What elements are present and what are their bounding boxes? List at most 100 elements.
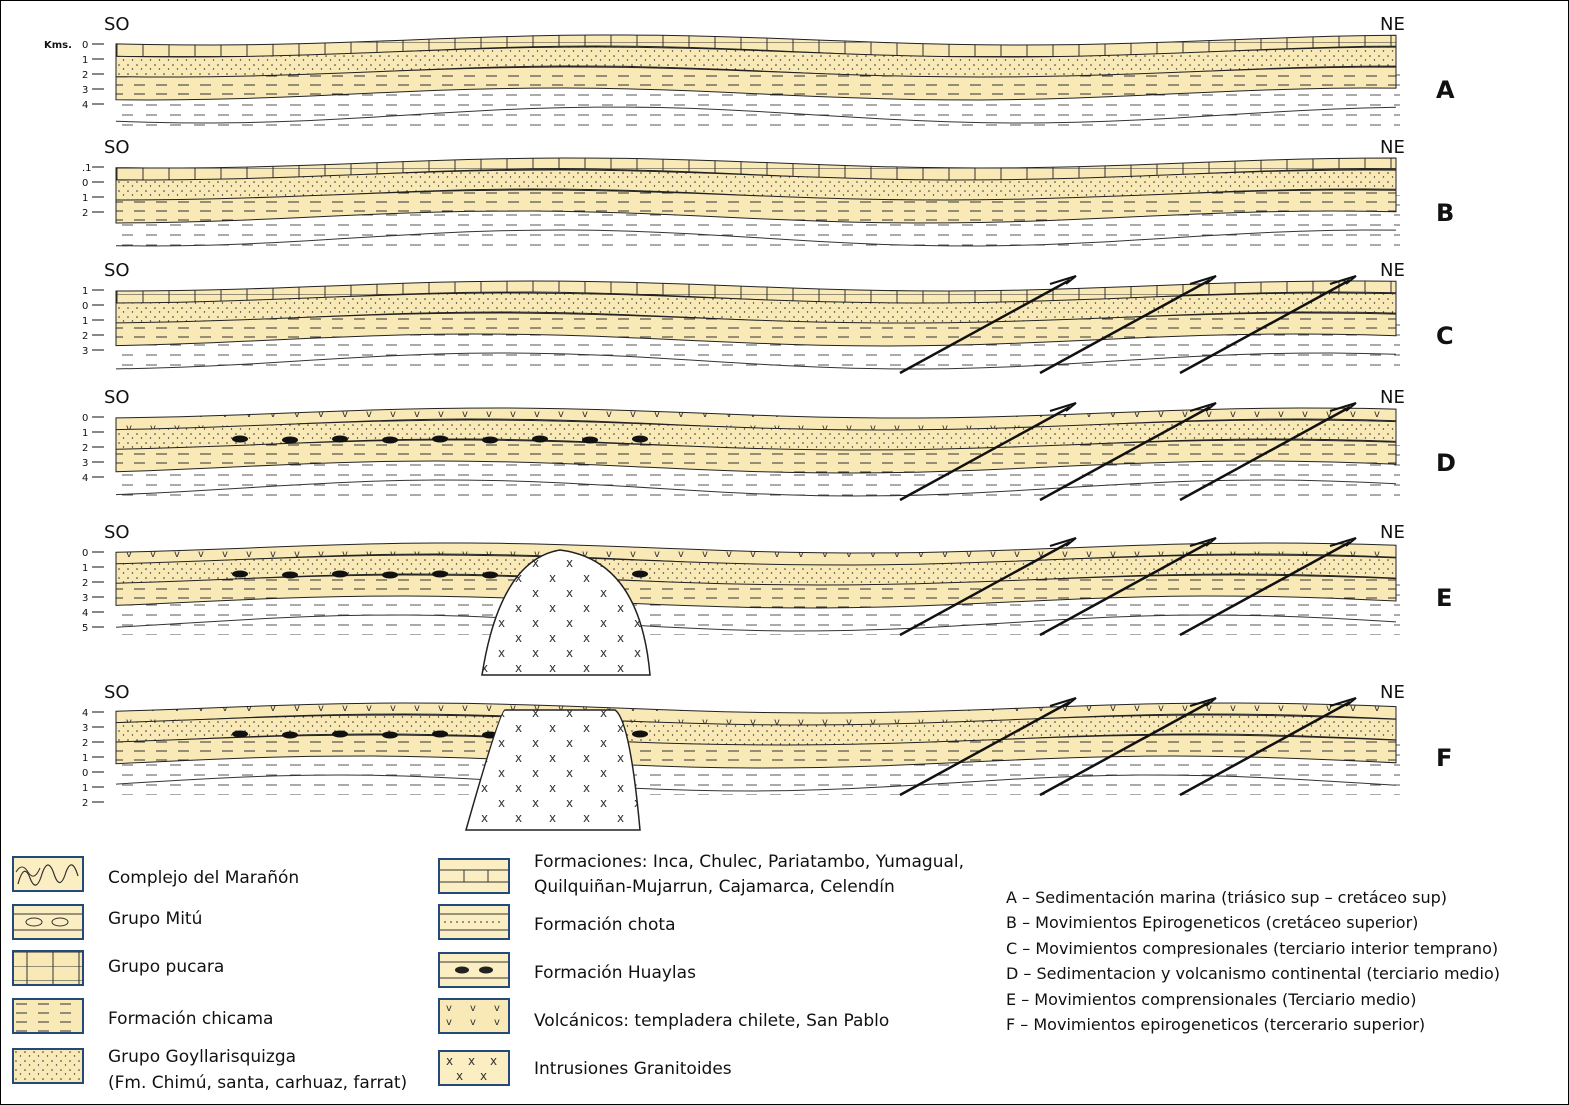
huaylas-lens: [432, 731, 448, 738]
section-c: SONEC10123: [82, 260, 1454, 373]
depth-tick-label: .1: [82, 163, 92, 174]
depth-tick-label: 4: [82, 100, 88, 111]
folded-rock-pattern-icon: [14, 858, 82, 890]
depth-tick-label: 1: [82, 753, 88, 764]
legend-label-2: Grupo Mitú: [108, 908, 202, 930]
huaylas-lens: [232, 436, 248, 443]
huaylas-lens: [382, 437, 398, 444]
dotted-layer-pattern-icon: [440, 906, 508, 938]
depth-tick-label: 1: [82, 783, 88, 794]
depth-tick-label: 4: [82, 608, 88, 619]
stage-f: F – Movimientos epirogeneticos (tercerar…: [1006, 1012, 1425, 1037]
huaylas-lens: [332, 436, 348, 443]
volcanic-v-pattern-icon: [440, 1000, 508, 1032]
svg-text:x: x: [456, 1069, 463, 1083]
label-ne: NE: [1380, 14, 1405, 35]
depth-tick-label: 4: [82, 473, 88, 484]
huaylas-lens: [482, 437, 498, 444]
depth-tick-label: 3: [82, 723, 88, 734]
label-ne: NE: [1380, 387, 1405, 408]
stage-e: E – Movimientos comprensionales (Terciar…: [1006, 987, 1416, 1012]
legend-label-8: Formación Huaylas: [534, 962, 696, 984]
svg-text:x: x: [446, 1054, 453, 1068]
conglomerate-pattern-icon: [14, 906, 82, 938]
stage-b: B – Movimientos Epirogeneticos (cretáceo…: [1006, 910, 1418, 935]
section-d: SONED01234: [82, 387, 1456, 500]
huaylas-lens: [282, 732, 298, 739]
huaylas-lens: [382, 732, 398, 739]
huaylas-lens: [332, 731, 348, 738]
legend-swatch-9: [438, 998, 510, 1034]
legend-label-10: Intrusiones Granitoides: [534, 1058, 732, 1080]
label-ne: NE: [1380, 137, 1405, 158]
huaylas-lens: [282, 572, 298, 579]
svg-text:x: x: [490, 1054, 497, 1068]
label-ne: NE: [1380, 522, 1405, 543]
label-so: SO: [104, 137, 130, 158]
legend-label-4: Formación chicama: [108, 1008, 273, 1030]
sandstone-dots-pattern-icon: [14, 1050, 82, 1082]
huaylas-lens: [232, 571, 248, 578]
depth-tick-label: 0: [82, 548, 88, 559]
section-letter: B: [1436, 199, 1454, 227]
stage-d: D – Sedimentacion y volcanismo continent…: [1006, 961, 1500, 986]
label-ne: NE: [1380, 682, 1405, 703]
legend-swatch-2: [12, 904, 84, 940]
depth-tick-label: 2: [82, 208, 88, 219]
section-e: SONEE012345: [82, 522, 1452, 675]
depth-tick-label: 3: [82, 346, 88, 357]
stage-a: A – Sedimentación marina (triásico sup –…: [1006, 885, 1447, 910]
label-so: SO: [104, 14, 130, 35]
huaylas-lens: [482, 572, 498, 579]
legend-swatch-7: [438, 904, 510, 940]
huaylas-lens: [532, 436, 548, 443]
section-f: SONEF4321012: [82, 682, 1452, 830]
cross-sections: v x x SONEA01234Kms.SONEB.1012SONEC10123…: [0, 0, 1569, 845]
legend-label-1: Complejo del Marañón: [108, 867, 299, 889]
depth-tick-label: 2: [82, 738, 88, 749]
label-so: SO: [104, 682, 130, 703]
legend-label-3: Grupo pucara: [108, 956, 224, 978]
legend-swatch-10: xxxxx: [438, 1050, 510, 1086]
legend-label-5a: Grupo Goyllarisquizga: [108, 1046, 296, 1068]
section-a: SONEA01234Kms.: [44, 14, 1455, 127]
depth-tick-label: 0: [82, 301, 88, 312]
depth-tick-label: 2: [82, 578, 88, 589]
legend-label-5b: (Fm. Chimú, santa, carhuaz, farrat): [108, 1072, 407, 1094]
label-so: SO: [104, 260, 130, 281]
section-b: SO NE B .1 0 1 2: [82, 137, 1454, 250]
legend-label-6b: Quilquiñan-Mujarrun, Cajamarca, Celendín: [534, 876, 895, 898]
shale-dash-pattern-icon: [14, 1000, 82, 1032]
section-letter: D: [1436, 449, 1456, 477]
legend-label-7: Formación chota: [534, 914, 676, 936]
granite-x-pattern-icon: xxxxx: [440, 1052, 508, 1084]
huaylas-lens: [382, 572, 398, 579]
label-so: SO: [104, 387, 130, 408]
depth-tick-label: 0: [82, 178, 88, 189]
label-ne: NE: [1380, 260, 1405, 281]
bedded-limestone-pattern-icon: [440, 860, 508, 892]
huaylas-lens: [432, 571, 448, 578]
depth-tick-label: 1: [82, 316, 88, 327]
depth-tick-label: 2: [82, 331, 88, 342]
depth-tick-label: 0: [82, 413, 88, 424]
depth-tick-label: 2: [82, 443, 88, 454]
depth-tick-label: 1: [82, 193, 88, 204]
depth-tick-label: 1: [82, 563, 88, 574]
depth-tick-label: 3: [82, 458, 88, 469]
label-so: SO: [104, 522, 130, 543]
stage-c: C – Movimientos compresionales (terciari…: [1006, 936, 1498, 961]
section-letter: E: [1436, 584, 1452, 612]
depth-axis-title: Kms.: [44, 40, 72, 51]
huaylas-lens: [582, 437, 598, 444]
legend-swatch-6: [438, 858, 510, 894]
depth-tick-label: 1: [82, 286, 88, 297]
depth-tick-label: 2: [82, 798, 88, 809]
lens-pattern-icon: [440, 954, 508, 986]
huaylas-lens: [632, 731, 648, 738]
huaylas-lens: [632, 571, 648, 578]
svg-text:x: x: [480, 1069, 487, 1083]
huaylas-lens: [232, 731, 248, 738]
depth-tick-label: 2: [82, 70, 88, 81]
legend-swatch-5: [12, 1048, 84, 1084]
